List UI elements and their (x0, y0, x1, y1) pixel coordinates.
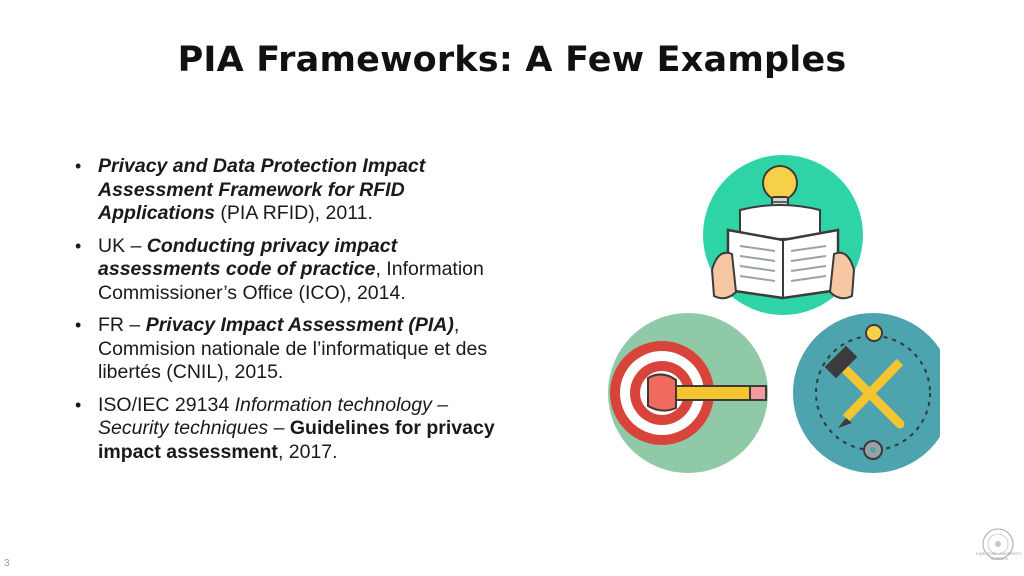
list-item: UK – Conducting privacy impact assessmen… (73, 235, 513, 306)
framework-details: , Information Commissioner’s Office (ICO… (98, 258, 484, 304)
page-number: 3 (4, 558, 10, 569)
framework-details: , Commision nationale de l’informatique … (98, 314, 488, 383)
list-item: FR – Privacy Impact Assessment (PIA), Co… (73, 314, 513, 385)
book-idea-icon (703, 155, 863, 315)
framework-details: (PIA RFID), 2011. (215, 202, 373, 224)
framework-title: Conducting privacy impact assessments co… (98, 234, 398, 281)
framework-separator: – (268, 417, 290, 439)
university-logo-text: KARLSTAD UNIVERSITY SWEDEN (976, 551, 1022, 561)
hammer-pencil-tools-icon (793, 313, 940, 473)
framework-country: FR – (98, 314, 146, 336)
slide-title: PIA Frameworks: A Few Examples (177, 40, 847, 80)
university-seal-icon (982, 528, 1014, 560)
framework-title: Guidelines for privacy impact assessment (98, 417, 495, 463)
framework-title: Privacy and Data Protection Impact Asses… (98, 155, 426, 224)
framework-title-italic: Information technology – Security techni… (98, 393, 449, 440)
illustration (608, 155, 940, 473)
framework-list: Privacy and Data Protection Impact Asses… (73, 155, 513, 473)
list-item: Privacy and Data Protection Impact Asses… (73, 155, 513, 226)
framework-title: Privacy Impact Assessment (PIA) (145, 314, 454, 336)
target-arrow-icon (608, 313, 768, 473)
list-item: ISO/IEC 29134 Information technology – S… (73, 394, 513, 465)
framework-standard: ISO/IEC 29134 (98, 393, 235, 416)
framework-details: , 2017. (277, 440, 338, 463)
framework-country: UK – (98, 234, 147, 257)
